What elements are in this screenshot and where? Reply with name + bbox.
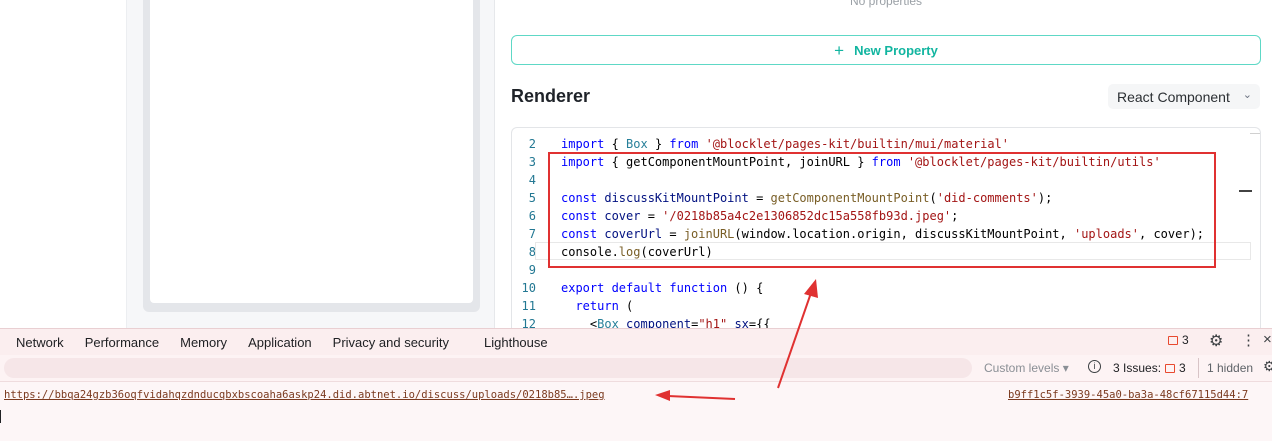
issue-flag-icon xyxy=(1168,335,1178,345)
tab-memory[interactable]: Memory xyxy=(180,334,228,350)
console-filter-input[interactable] xyxy=(4,358,972,378)
console-issues-button[interactable]: 3 Issues: 3 xyxy=(1113,361,1186,375)
tab-privacy-security[interactable]: Privacy and security xyxy=(332,334,449,350)
issue-flag-icon xyxy=(1165,363,1176,373)
chevron-down-icon: ⌄ xyxy=(1242,89,1252,101)
console-settings-gear-icon[interactable]: ⚙ xyxy=(1263,358,1272,374)
tab-performance[interactable]: Performance xyxy=(84,334,160,350)
renderer-type-value: React Component xyxy=(1117,88,1230,105)
plus-icon: + xyxy=(834,40,845,60)
console-log-url[interactable]: https://bbqa24gzb36oqfvidahqzdnducqbxbsc… xyxy=(4,389,605,401)
console-prompt-caret[interactable] xyxy=(0,410,1,423)
close-icon[interactable]: × xyxy=(1263,331,1272,348)
code-line: 9 xyxy=(528,263,536,277)
issues-counter[interactable]: 3 xyxy=(1168,333,1189,347)
log-levels-dropdown[interactable]: Custom levels ▾ xyxy=(984,361,1069,375)
renderer-type-select[interactable]: React Component ⌄ xyxy=(1108,84,1260,109)
code-line: 12 <Box component="h1" sx={{ xyxy=(521,317,771,328)
issues-count: 3 xyxy=(1179,361,1186,375)
hidden-messages-count: 1 hidden xyxy=(1207,361,1254,375)
tab-lighthouse[interactable]: Lighthouse xyxy=(484,334,548,350)
tab-application[interactable]: Application xyxy=(248,334,312,350)
issue-count: 3 xyxy=(1182,333,1189,347)
code-line: 11 return ( xyxy=(521,299,634,313)
preview-canvas[interactable] xyxy=(150,0,473,303)
new-property-button[interactable]: + New Property xyxy=(511,35,1261,65)
renderer-title: Renderer xyxy=(511,86,591,106)
devtools-tab-bar: Network Performance Memory Application P… xyxy=(0,328,1272,355)
new-property-label: New Property xyxy=(854,42,938,58)
tab-network[interactable]: Network xyxy=(16,334,64,350)
info-icon[interactable]: i xyxy=(1088,360,1101,373)
console-log-source[interactable]: b9ff1c5f-3939-45a0-ba3a-48cf67115d44:7 xyxy=(1008,389,1249,401)
toolbar-divider xyxy=(1198,358,1199,378)
console-output xyxy=(0,382,1272,441)
code-line: 4 xyxy=(528,173,536,187)
editor-ruler xyxy=(1250,133,1260,134)
console-toolbar xyxy=(0,355,1272,382)
issues-label: 3 Issues: xyxy=(1113,361,1162,375)
no-properties-text: No properties xyxy=(850,0,923,8)
left-sidebar xyxy=(0,0,127,328)
editor-scrollbar-marker[interactable] xyxy=(1239,190,1252,192)
more-options-icon[interactable]: ⋮ xyxy=(1241,332,1256,349)
current-line-highlight xyxy=(535,242,1251,260)
gear-icon[interactable]: ⚙ xyxy=(1209,333,1224,350)
